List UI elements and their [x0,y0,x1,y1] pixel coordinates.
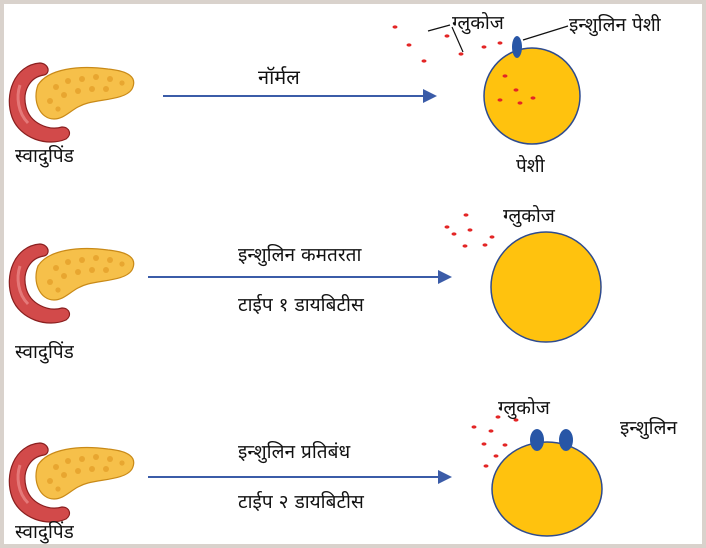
cell-label: पेशी [516,154,546,177]
arrow-head [438,270,452,284]
organ-label: स्वादुपिंड [15,520,75,544]
row-type2: स्वादुपिंड इन्शुलिन प्रतिबंध टाईप २ डायब… [9,396,677,544]
glucose-dots-outside [445,213,495,247]
insulin-receptor [559,429,573,451]
glucose-label: ग्लुकोज [452,11,505,35]
cell [492,442,602,536]
pancreas-icon [9,63,133,142]
arrow-sublabel: टाईप २ डायबिटीस [238,490,365,513]
organ-label: स्वादुपिंड [15,144,75,168]
pancreas-icon [9,443,133,522]
row-type1: स्वादुपिंड इन्शुलिन कमतरता टाईप १ डायबिट… [9,204,601,364]
arrow-label: इन्शुलिन प्रतिबंध [238,440,350,464]
insulin-receptor [530,429,544,451]
arrow-head [438,470,452,484]
pancreas-icon [9,244,133,323]
glucose-label: ग्लुकोज [503,204,556,228]
arrow-label: नॉर्मल [258,65,300,89]
cell [484,48,580,144]
cell [491,232,601,342]
receptor-label: इन्शुलिन [620,416,677,440]
receptor-pointer [523,26,568,40]
glucose-label: ग्लुकोज [498,396,551,420]
arrow-head [423,89,437,103]
receptor-label: इन्शुलिन पेशी [569,13,662,37]
arrow-sublabel: टाईप १ डायबिटीस [238,293,365,316]
arrow-label: इन्शुलिन कमतरता [238,243,362,267]
insulin-receptor [512,36,522,58]
organ-label: स्वादुपिंड [15,340,75,364]
row-normal: स्वादुपिंड नॉर्मल ग्लुकोज इन्शुलिन पेशी … [9,11,661,177]
glucose-pointer [428,25,450,31]
